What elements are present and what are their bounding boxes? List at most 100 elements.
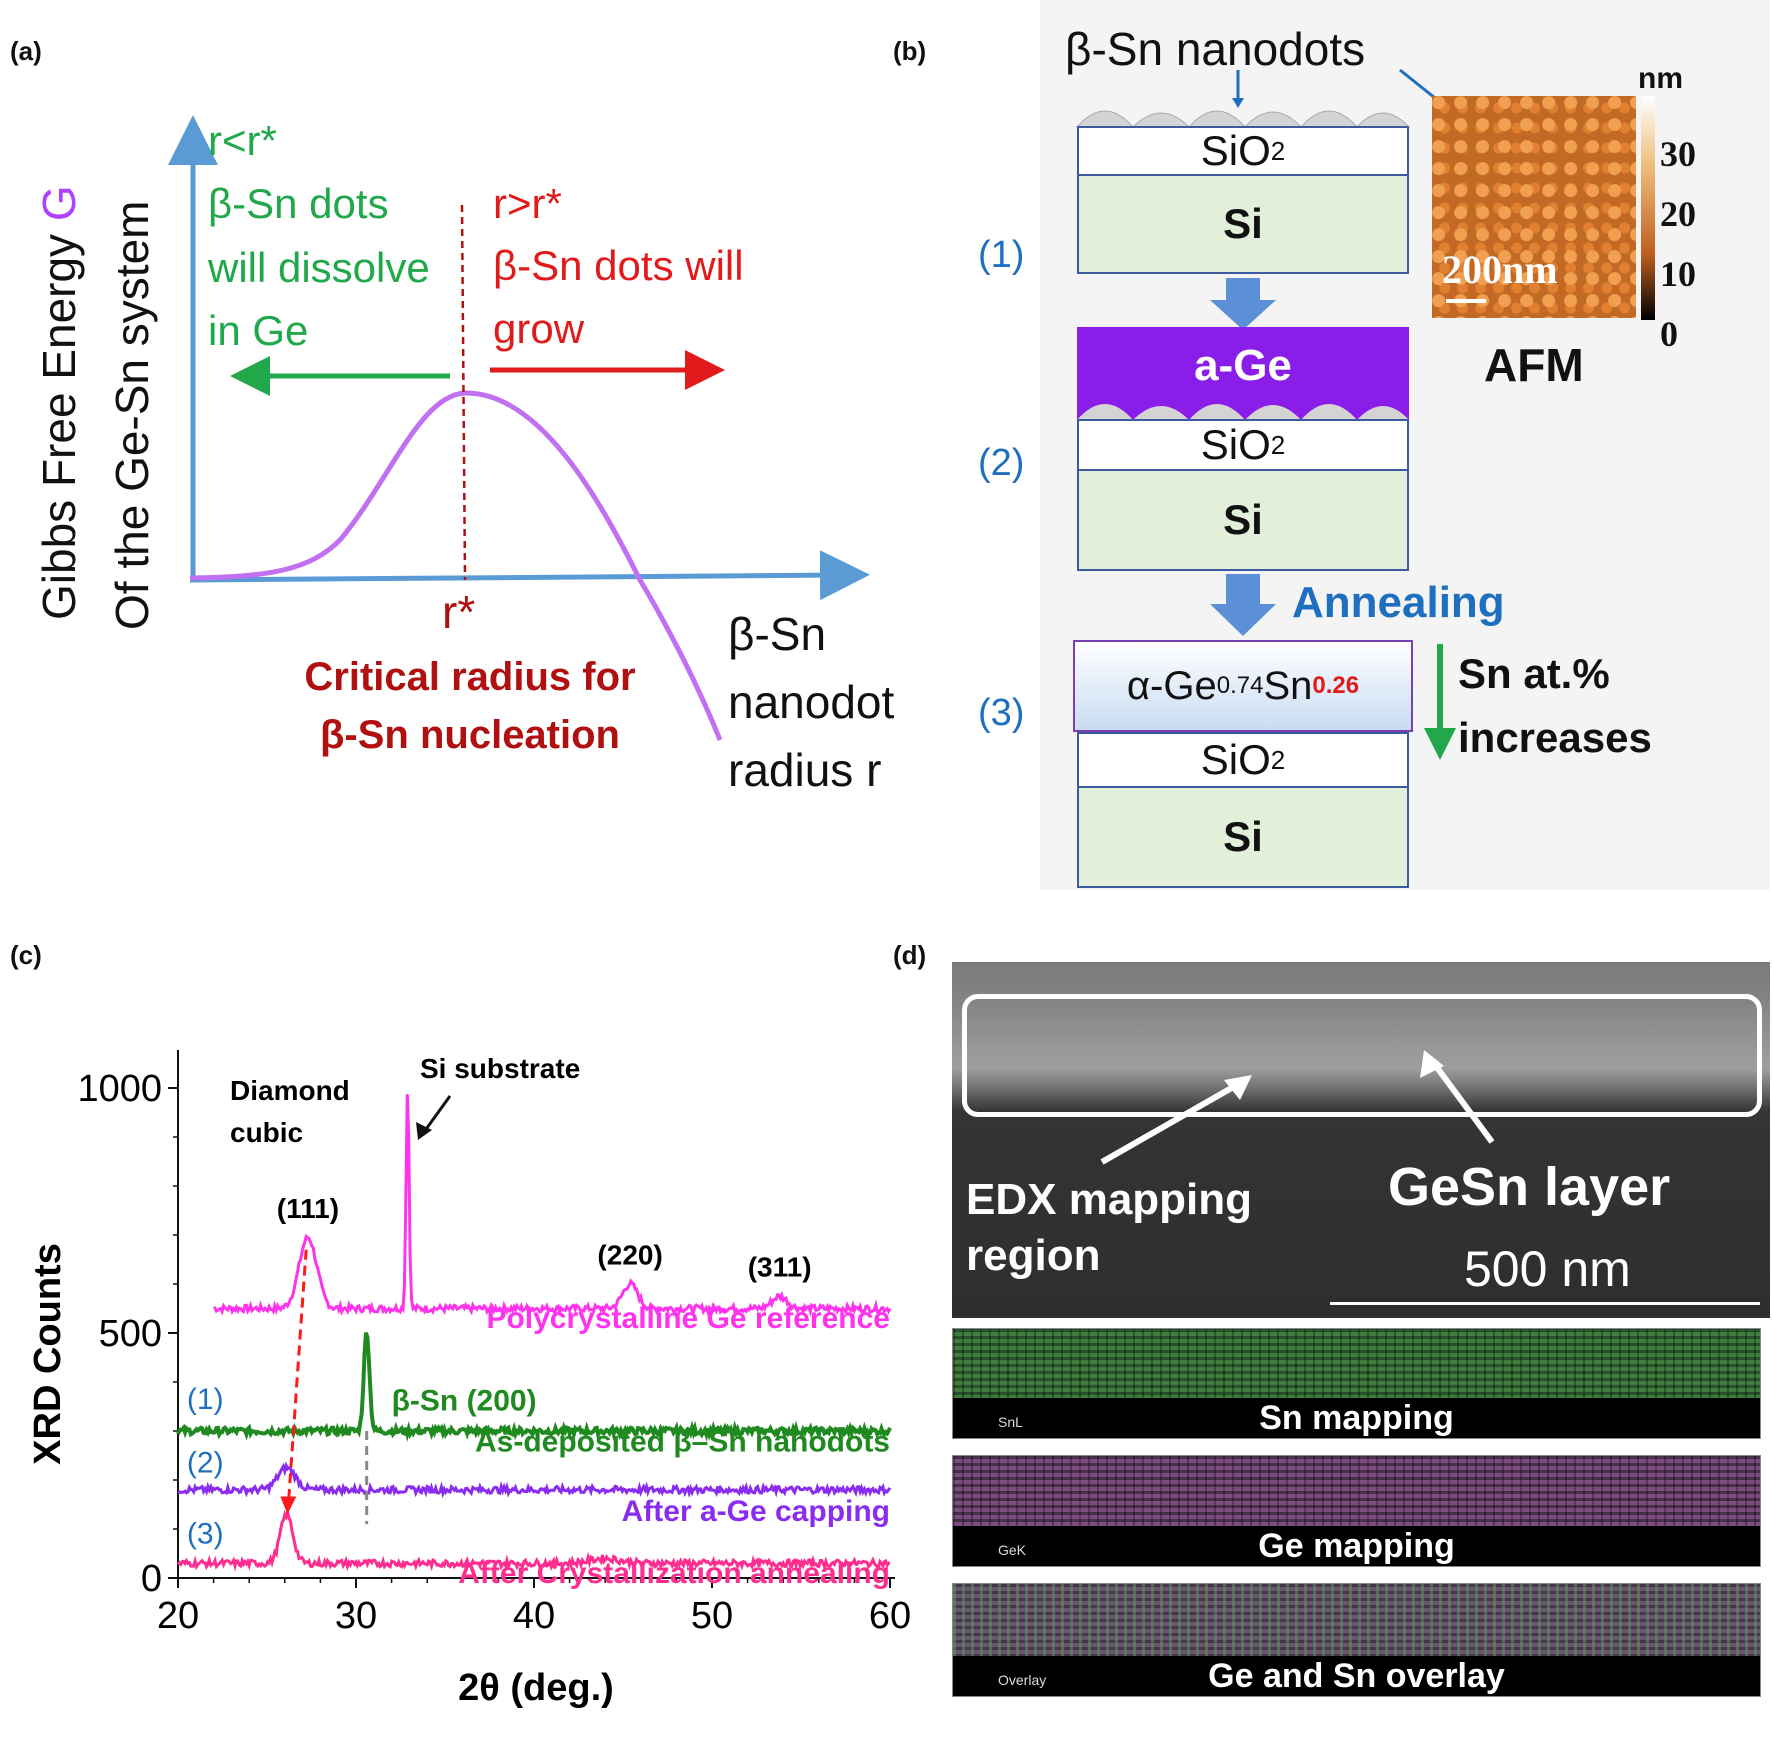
- step-1-label: (1): [978, 234, 1025, 276]
- edx-region-box: [962, 994, 1762, 1117]
- x-tick-label: 50: [691, 1595, 733, 1637]
- ge-map-caption: Ge mapping: [953, 1526, 1760, 1566]
- ge-map: Ge mapping GeK: [952, 1455, 1761, 1567]
- annealing-label: Annealing: [1292, 578, 1505, 627]
- diamond-label-1: Diamond: [230, 1075, 350, 1106]
- svg-text:grow: grow: [493, 305, 585, 352]
- down-arrow-2: [1210, 574, 1276, 636]
- panel-b-label: (b): [893, 36, 927, 66]
- step-2-label: (2): [978, 442, 1025, 484]
- r-star-label: r*: [442, 586, 475, 638]
- y-tick-label: 1000: [77, 1068, 162, 1110]
- si-layer-1: Si: [1077, 174, 1409, 274]
- step-3-label: (3): [978, 692, 1025, 734]
- red-shift-arrowhead: [280, 1496, 297, 1515]
- grow-text: r>r* β-Sn dots will grow: [493, 180, 744, 352]
- critical-radius-line: [460, 204, 467, 581]
- si-layer-3: Si: [1077, 786, 1409, 888]
- sem-image: EDX mapping region GeSn layer 500 nm: [952, 962, 1770, 1318]
- svg-text:radius r: radius r: [728, 744, 881, 796]
- x-tick-label: 20: [157, 1595, 199, 1637]
- series-label-3: After a-Ge capping: [622, 1495, 890, 1528]
- xrd-step-label-3: (3): [187, 1518, 224, 1551]
- xrd-axes: [177, 1050, 895, 1579]
- peak-111-label: (111): [277, 1193, 339, 1224]
- colorbar-ticks: 30 20 10 0: [1660, 134, 1696, 354]
- svg-text:nanodot: nanodot: [728, 676, 894, 728]
- sn-increase-arrow: [1424, 644, 1456, 760]
- afm-label: AFM: [1484, 339, 1584, 391]
- series-line-4: [176, 1506, 891, 1572]
- ge-map-tag: GeK: [998, 1542, 1027, 1558]
- sn-map: Sn mapping SnL: [952, 1328, 1761, 1439]
- beta-sn-label: β-Sn (200): [392, 1384, 537, 1417]
- down-arrow-1: [1210, 278, 1276, 330]
- xrd-series: [176, 1094, 892, 1572]
- nanodots-row-1: [1075, 110, 1411, 128]
- xrd-annotations: Polycrystalline Ge referenceAs-deposited…: [187, 1053, 890, 1590]
- diamond-label-2: cubic: [230, 1117, 303, 1148]
- y-axis-title-2: Of the Ge-Sn system: [106, 201, 158, 630]
- x-axis-line: [189, 550, 870, 601]
- x-tick-label: 60: [869, 1595, 911, 1637]
- sem-scalebar-label: 500 nm: [1464, 1241, 1631, 1297]
- svg-text:r<r*: r<r*: [208, 117, 277, 164]
- series-label-1: Polycrystalline Ge reference: [486, 1302, 890, 1335]
- svg-text:β-Sn dots will: β-Sn dots will: [493, 242, 744, 289]
- x-tick-label: 40: [513, 1595, 555, 1637]
- sem-scalebar: [1330, 1302, 1760, 1305]
- panel-d-label: (d): [893, 940, 927, 970]
- overlay-map-caption: Ge and Sn overlay: [953, 1656, 1760, 1696]
- si-substrate-arrow: [422, 1095, 452, 1133]
- xrd-step-label-2: (2): [187, 1447, 224, 1480]
- peak-311-label: (311): [748, 1252, 812, 1283]
- panel-a-label: (a): [10, 36, 42, 66]
- si-substrate-arrowhead: [416, 1122, 432, 1140]
- colorbar-unit: nm: [1638, 62, 1683, 95]
- y-tick-label: 500: [99, 1313, 162, 1355]
- si-layer-2: Si: [1077, 469, 1409, 571]
- series-label-4: After Crystallization annealing: [458, 1557, 890, 1590]
- edx-region-label: EDX mapping region: [966, 1175, 1253, 1280]
- xrd-step-label-1: (1): [187, 1383, 224, 1416]
- red-shift-guide: [286, 1249, 308, 1505]
- afm-image: 200nm: [1432, 96, 1636, 318]
- afm-colorbar: [1641, 96, 1655, 320]
- svg-text:will dissolve: will dissolve: [207, 244, 430, 291]
- xrd-chart: 20 30 40 50 60 0 500 1000 Polycrystalline Ge re…: [27, 1050, 911, 1709]
- sn-increase-text: Sn at.% increases: [1458, 650, 1652, 761]
- x-tick-label: 30: [335, 1595, 377, 1637]
- series-line-3: [177, 1461, 892, 1499]
- gesn-layer-label: GeSn layer: [1388, 1157, 1671, 1217]
- y-axis-title-1: Gibbs Free Energy G: [33, 185, 85, 620]
- afm-scalebar-label: 200nm: [1442, 247, 1558, 292]
- svg-text:in Ge: in Ge: [208, 307, 308, 354]
- peak-220-label: (220): [597, 1239, 662, 1270]
- overlay-map-tag: Overlay: [998, 1672, 1047, 1688]
- panel-a-diagram: Gibbs Free Energy G Of the Ge-Sn system …: [33, 115, 894, 796]
- sn-map-tag: SnL: [998, 1414, 1023, 1430]
- svg-text:β-Sn nucleation: β-Sn nucleation: [320, 713, 620, 757]
- gibbs-curve: [189, 390, 723, 741]
- nanodots-row-2: [1077, 404, 1409, 420]
- nanodots-label: β-Sn nanodots: [1065, 23, 1366, 75]
- svg-text:r>r*: r>r*: [493, 180, 562, 227]
- sem-arrows: [1100, 1050, 1495, 1165]
- dissolve-text: r<r* β-Sn dots will dissolve in Ge: [207, 117, 430, 354]
- svg-text:β-Sn dots: β-Sn dots: [208, 180, 389, 227]
- sn-map-caption: Sn mapping: [953, 1398, 1760, 1438]
- series-line-1: [213, 1094, 892, 1318]
- overlay-map: Ge and Sn overlay Overlay: [952, 1583, 1761, 1697]
- a-ge-layer: a-Ge: [1077, 327, 1409, 419]
- y-axis-title: XRD Counts: [27, 1243, 69, 1465]
- afm-scalebar: [1446, 299, 1486, 303]
- critical-radius-label: Critical radius for β-Sn nucleation: [304, 655, 635, 757]
- svg-text:β-Sn: β-Sn: [728, 608, 826, 660]
- y-tick-label: 0: [141, 1558, 162, 1600]
- xrd-ticks: 20 30 40 50 60 0 500 1000: [77, 1068, 911, 1637]
- x-axis-title: 2θ (deg.): [458, 1667, 614, 1709]
- panel-c-label: (c): [10, 940, 42, 970]
